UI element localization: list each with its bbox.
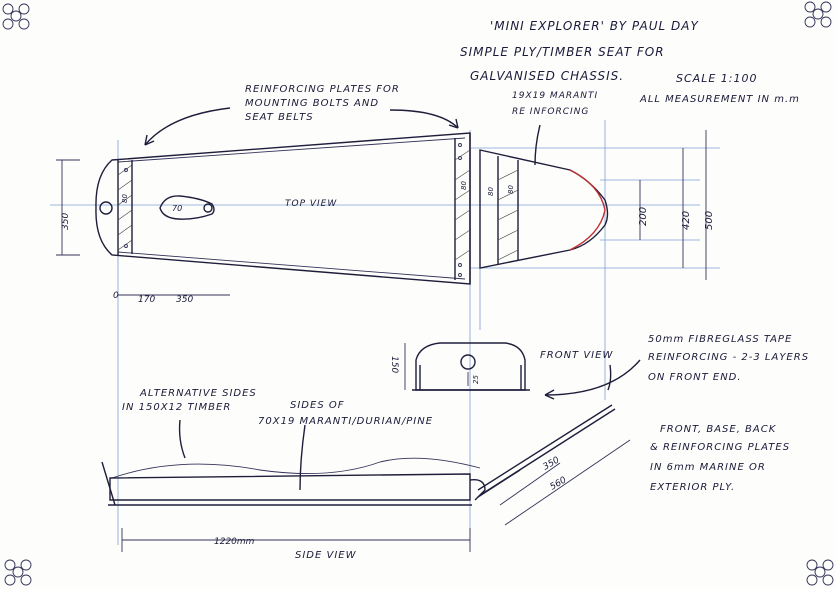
projection-lines bbox=[50, 120, 720, 545]
corner-flower-bottom-left bbox=[4, 559, 32, 586]
dimension-lines bbox=[56, 130, 707, 552]
dim-80-a: 80 bbox=[121, 194, 129, 203]
title-line-3: GALVANISED CHASSIS. bbox=[470, 69, 624, 83]
front-view-drawing bbox=[412, 342, 530, 391]
note-alt-sides-1: ALTERNATIVE SIDES bbox=[139, 388, 257, 399]
dim-80-d: 80 bbox=[507, 185, 515, 194]
note-tape-1: 50mm FIBREGLASS TAPE bbox=[648, 334, 792, 345]
dim-1220: 1220mm bbox=[214, 537, 255, 547]
dim-350-left: 350 bbox=[61, 213, 71, 230]
dim-80-b: 80 bbox=[460, 181, 468, 190]
dim-560: 560 bbox=[549, 475, 569, 492]
note-tape-2: REINFORCING - 2-3 LAYERS bbox=[648, 352, 809, 363]
scale-label: SCALE 1:100 bbox=[676, 72, 757, 85]
corner-flower-top-left bbox=[2, 3, 30, 30]
note-ply-2: & REINFORCING PLATES bbox=[650, 442, 790, 453]
units-label: ALL MEASUREMENT IN m.m bbox=[639, 94, 800, 105]
dim-150: 150 bbox=[389, 356, 399, 373]
dim-420: 420 bbox=[681, 211, 692, 230]
top-view bbox=[95, 132, 471, 285]
top-view-label: TOP VIEW bbox=[285, 199, 337, 209]
leader-arrows bbox=[144, 107, 641, 491]
dim-200: 200 bbox=[638, 207, 649, 226]
front-view-label: FRONT VIEW bbox=[540, 350, 613, 361]
note-ply-4: EXTERIOR PLY. bbox=[650, 482, 735, 493]
title-line-2: SIMPLE PLY/TIMBER SEAT FOR bbox=[460, 45, 665, 59]
note-sides-2: 70X19 MARANTI/DURIAN/PINE bbox=[258, 416, 433, 427]
note-sides-1: SIDES OF bbox=[290, 400, 344, 411]
side-view-drawing bbox=[101, 404, 616, 506]
front-section-top bbox=[479, 149, 609, 269]
note-plates-1: REINFORCING PLATES FOR bbox=[245, 84, 400, 95]
note-tape-3: ON FRONT END. bbox=[648, 372, 742, 383]
note-alt-sides-2: IN 150X12 TIMBER bbox=[122, 402, 231, 413]
dim-350-side: 350 bbox=[542, 455, 562, 472]
dim-70: 70 bbox=[172, 204, 182, 213]
title-line-1: 'MINI EXPLORER' BY PAUL DAY bbox=[490, 19, 699, 33]
dim-170: 170 bbox=[138, 295, 155, 305]
dim-500: 500 bbox=[704, 211, 715, 230]
note-plates-2: MOUNTING BOLTS AND bbox=[245, 98, 379, 109]
note-plates-3: SEAT BELTS bbox=[245, 112, 314, 123]
corner-flower-bottom-right bbox=[806, 559, 834, 586]
dim-25: 25 bbox=[472, 375, 480, 384]
dim-0: 0 bbox=[113, 291, 119, 301]
dim-350-bottom: 350 bbox=[176, 295, 193, 305]
note-ply-1: FRONT, BASE, BACK bbox=[660, 424, 777, 435]
corner-flower-top-right bbox=[804, 1, 832, 28]
dim-80-c: 80 bbox=[487, 187, 495, 196]
side-view-label: SIDE VIEW bbox=[295, 550, 357, 561]
note-meranti-1: 19X19 MARANTI bbox=[512, 91, 598, 101]
note-ply-3: IN 6mm MARINE OR bbox=[650, 462, 766, 473]
note-meranti-2: RE INFORCING bbox=[512, 107, 589, 117]
